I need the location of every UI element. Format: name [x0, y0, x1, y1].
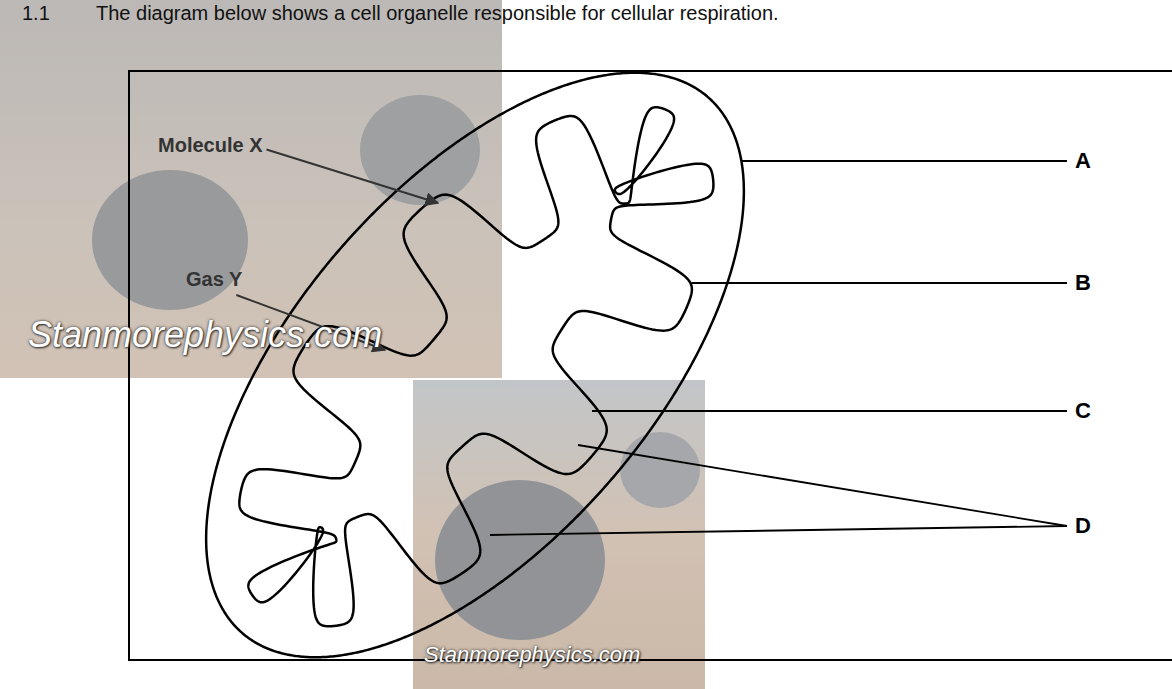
- leader-line: [592, 410, 1067, 412]
- callout-letter: C: [1075, 398, 1091, 424]
- outer-membrane: [206, 73, 744, 658]
- leader-line: [742, 160, 1067, 162]
- inner-membrane: [239, 107, 713, 626]
- mitochondrion: [206, 73, 744, 658]
- callout-letter: A: [1075, 148, 1091, 174]
- watermark: Stanmorephysics.com: [424, 642, 640, 668]
- question-number: 1.1: [22, 2, 50, 25]
- part-label: Molecule X: [158, 134, 262, 157]
- callout-letter: B: [1075, 270, 1091, 296]
- callout-letter: D: [1075, 513, 1091, 539]
- leader-line: [691, 282, 1067, 284]
- question-text: The diagram below shows a cell organelle…: [96, 2, 779, 25]
- leader-line: [490, 526, 1067, 535]
- frame: [129, 71, 1172, 660]
- pointer-arrow: [266, 150, 438, 204]
- watermark: Stanmorephysics.com: [28, 314, 382, 356]
- leader-line: [578, 445, 1067, 526]
- part-label: Gas Y: [186, 268, 242, 291]
